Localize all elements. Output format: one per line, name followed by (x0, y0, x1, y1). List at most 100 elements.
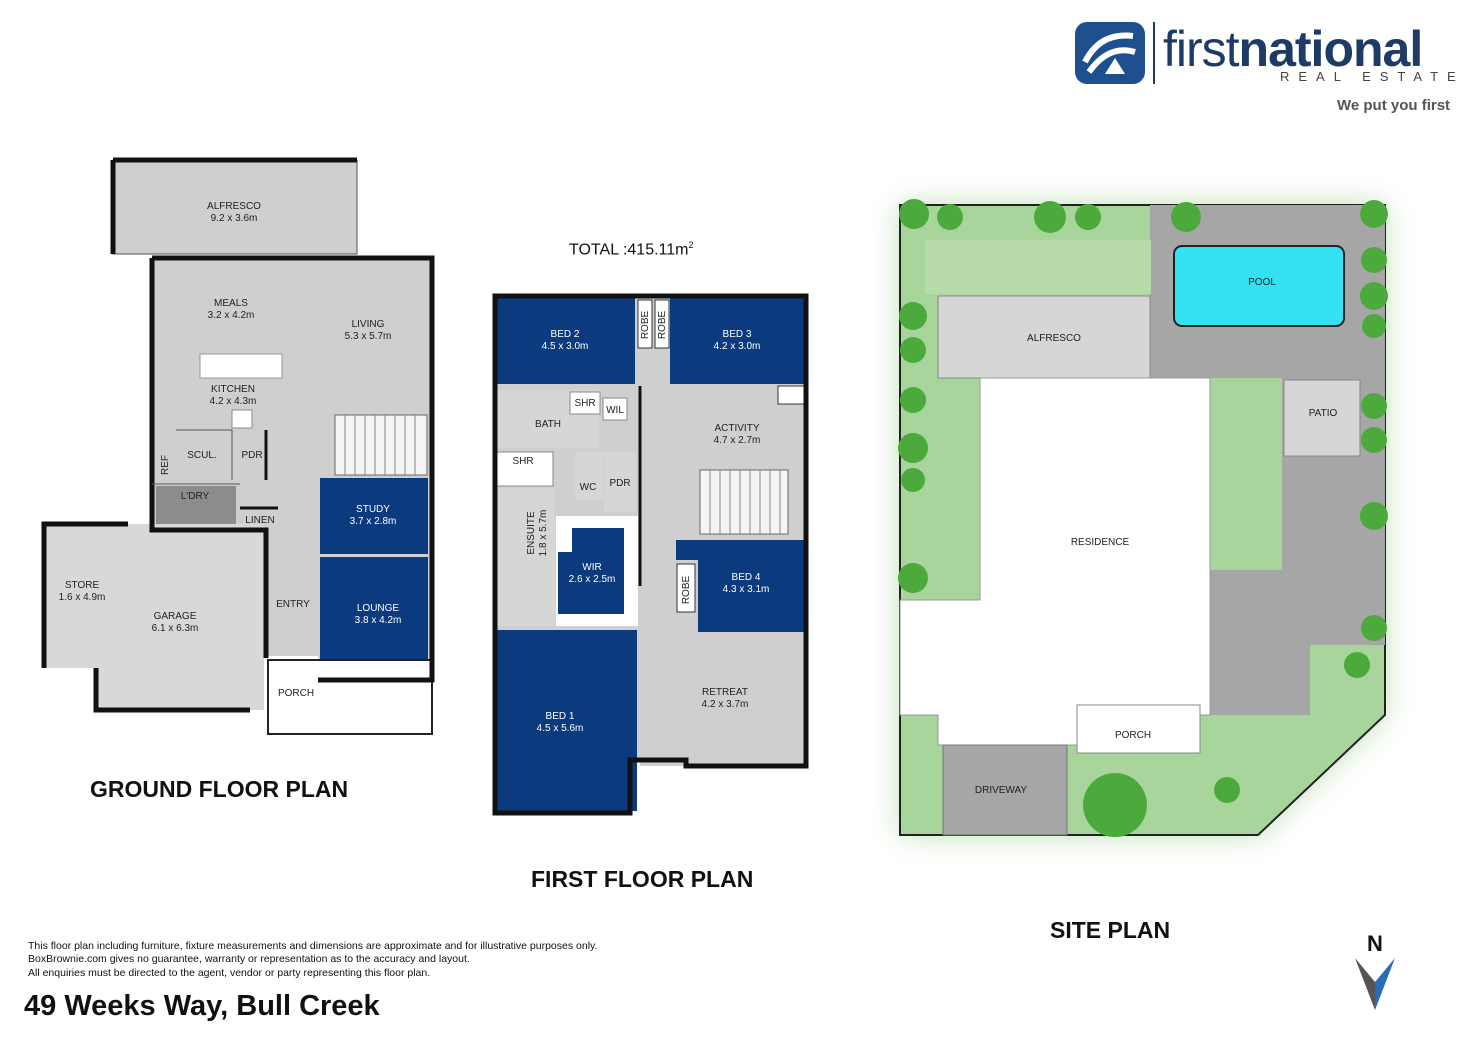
total-area: TOTAL :415.11m2 (569, 240, 693, 259)
site-lawn-strip (925, 240, 1151, 294)
first-bath-label: BATH (535, 419, 561, 430)
first-retreat-size: 4.2 x 3.7m (702, 699, 749, 710)
site-plan (898, 199, 1388, 837)
ground-floor-plan (41, 157, 435, 735)
ground-alfresco-size: 9.2 x 3.6m (211, 213, 258, 224)
site-pool (1173, 245, 1345, 327)
site-residence-label: RESIDENCE (1071, 537, 1130, 548)
site-porch-label: PORCH (1115, 730, 1151, 741)
first-bed1 (497, 630, 637, 811)
first-bed3-name: BED 3 (723, 329, 752, 340)
first-activity-name: ACTIVITY (714, 423, 759, 434)
first-ensuite-size: 1.8 x 5.7m (538, 510, 549, 557)
ground-kitchen-name: KITCHEN (211, 384, 255, 395)
property-address: 49 Weeks Way, Bull Creek (24, 990, 380, 1022)
first-bed3 (670, 298, 804, 384)
first-wc-label: WC (580, 482, 597, 493)
first-bed3-size: 4.2 x 3.0m (714, 341, 761, 352)
stair-treads (344, 415, 416, 475)
ground-lounge-name: LOUNGE (357, 603, 400, 614)
first-bed4-name: BED 4 (732, 572, 761, 583)
brand-name-light: first (1163, 21, 1240, 77)
ground-porch-label: PORCH (278, 688, 314, 699)
first-wir-name: WIR (582, 562, 601, 573)
garage-wall-bottom (93, 668, 250, 713)
site-driveway (942, 744, 1068, 836)
first-floor-plan (492, 293, 809, 816)
ground-entry-label: ENTRY (276, 599, 310, 610)
site-porch (1076, 704, 1201, 754)
ground-store-name: STORE (65, 580, 100, 591)
ground-pdr-label: PDR (241, 450, 262, 461)
north-arrow-icon (1355, 958, 1395, 1010)
garage-wall-left (41, 521, 128, 668)
first-linen (777, 385, 805, 405)
first-bed1-size: 4.5 x 5.6m (537, 723, 584, 734)
first-bed2 (497, 298, 635, 384)
brand-subtitle: REAL ESTATE (1280, 69, 1465, 84)
site-trees (898, 199, 1388, 837)
brand-name: firstnational (1163, 20, 1424, 78)
ground-study (320, 478, 428, 554)
first-activity-size: 4.7 x 2.7m (714, 435, 761, 446)
ground-meals-size: 3.2 x 4.2m (208, 310, 255, 321)
first-stairs (699, 469, 789, 535)
total-prefix: TOTAL : (569, 241, 628, 259)
first-robe-3-label: ROBE (681, 576, 692, 605)
site-patio-label: PATIO (1309, 408, 1338, 419)
ground-linen-label: LINEN (245, 515, 274, 526)
first-robe-1-label: ROBE (640, 311, 651, 340)
first-stair-treads (709, 470, 781, 534)
site-alfresco-label: ALFRESCO (1027, 333, 1081, 344)
first-floor-title: FIRST FLOOR PLAN (531, 866, 753, 892)
ground-study-size: 3.7 x 2.8m (350, 516, 397, 527)
ground-kitchen-size: 4.2 x 4.3m (210, 396, 257, 407)
ground-wall-west (149, 258, 269, 658)
ground-garage-name: GARAGE (154, 611, 197, 622)
site-pool-label: POOL (1248, 277, 1276, 288)
site-residence (899, 377, 1211, 746)
north-label: N (1367, 931, 1383, 956)
first-bed4 (676, 540, 804, 632)
first-robe-1 (637, 299, 653, 349)
site-alfresco (937, 295, 1151, 379)
ground-garage-size: 6.1 x 6.3m (152, 623, 199, 634)
first-robe-2-label: ROBE (657, 311, 668, 340)
cooktop (231, 409, 253, 429)
first-wil-label: WIL (606, 405, 624, 416)
ground-ref-label: REF (160, 455, 171, 475)
disclaimer-line-1: This floor plan including furniture, fix… (28, 940, 598, 952)
brand-name-bold: national (1238, 21, 1424, 77)
first-ensuite-shower (496, 451, 554, 487)
disclaimer-line-3: All enquiries must be directed to the ag… (28, 966, 431, 979)
first-bed4-size: 4.3 x 3.1m (723, 584, 770, 595)
ground-living-name: LIVING (352, 319, 385, 330)
first-outer-wall (492, 293, 809, 816)
laundry-room (156, 486, 236, 524)
ground-store-size: 1.6 x 4.9m (59, 592, 106, 603)
first-robe-3 (676, 563, 696, 613)
disclaimer-line-2: BoxBrownie.com gives no guarantee, warra… (28, 953, 470, 966)
first-ensuite-shr-label: SHR (512, 456, 533, 467)
first-wc (575, 452, 603, 500)
ground-porch (267, 659, 433, 735)
ground-scullery-label: SCUL. (187, 450, 216, 461)
scullery-wall (176, 429, 233, 480)
ground-laundry-label: L'DRY (181, 491, 210, 502)
first-robe-2 (654, 299, 670, 349)
first-bed1-name: BED 1 (546, 711, 575, 722)
ground-alfresco-name: ALFRESCO (207, 201, 261, 212)
first-wir-size: 2.6 x 2.5m (569, 574, 616, 585)
first-ensuite-name: ENSUITE (526, 511, 537, 555)
logo-divider (1153, 22, 1155, 84)
disclaimer: This floor plan including furniture, fix… (28, 940, 597, 980)
ground-garage (44, 524, 264, 710)
first-bed2-name: BED 2 (551, 329, 580, 340)
kitchen-island (199, 353, 283, 379)
first-wil (602, 397, 628, 421)
first-retreat-name: RETREAT (702, 687, 748, 698)
first-wir (558, 528, 624, 614)
ground-living-size: 5.3 x 5.7m (345, 331, 392, 342)
ground-lounge-size: 3.8 x 4.2m (355, 615, 402, 626)
